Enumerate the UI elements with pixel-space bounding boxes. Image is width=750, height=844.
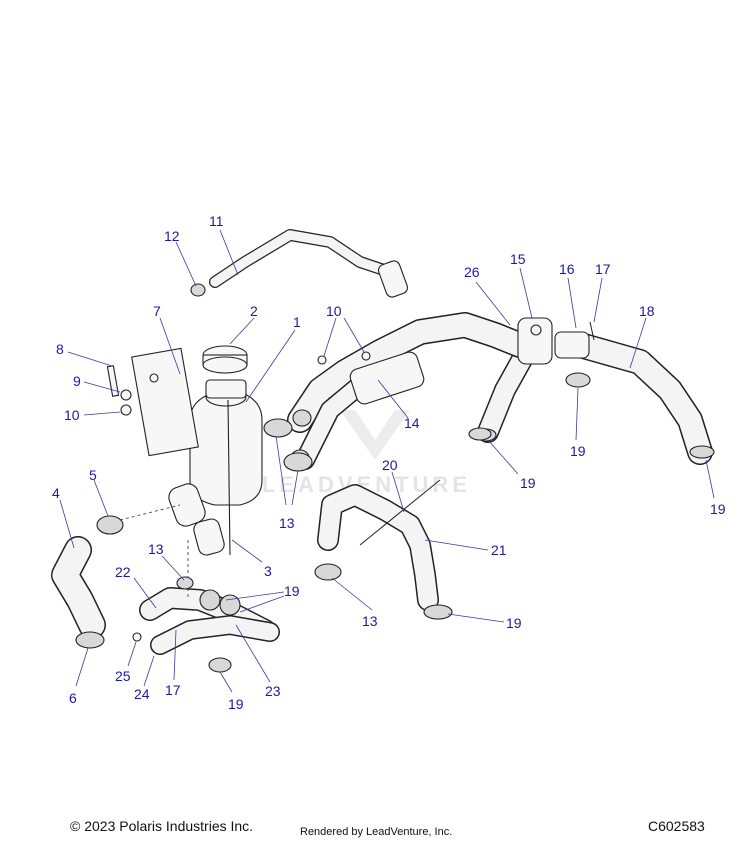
callout-1: 1 (293, 314, 301, 330)
callout-19d: 19 (284, 583, 300, 599)
copyright-text: © 2023 Polaris Industries Inc. (70, 818, 254, 834)
callout-19c: 19 (710, 501, 726, 517)
diagram-code: C602583 (648, 818, 705, 834)
callout-17a: 17 (595, 261, 611, 277)
part-left-hose (51, 504, 181, 649)
callout-2: 2 (250, 303, 258, 319)
callout-5: 5 (89, 467, 97, 483)
part-upper-hose (287, 312, 533, 470)
callout-20: 20 (382, 457, 398, 473)
callout-17b: 17 (165, 682, 181, 698)
callout-13a: 13 (279, 515, 295, 531)
part-cap (202, 345, 248, 374)
callout-18: 18 (639, 303, 655, 319)
callout-10a: 10 (64, 407, 80, 423)
callout-11: 11 (209, 213, 224, 229)
leader-lines (59, 229, 715, 693)
callout-10b: 10 (326, 303, 342, 319)
callout-26: 26 (464, 264, 480, 280)
callout-24: 24 (134, 686, 150, 702)
callout-8: 8 (56, 341, 64, 357)
callout-19f: 19 (228, 696, 244, 712)
callout-23: 23 (265, 683, 281, 699)
callout-19a: 19 (570, 443, 586, 459)
callout-19e: 19 (506, 615, 522, 631)
callout-15: 15 (510, 251, 526, 267)
callout-25: 25 (115, 668, 131, 684)
callout-13b: 13 (148, 541, 164, 557)
part-long-hose (567, 332, 715, 465)
part-reservoir (131, 347, 263, 556)
part-middle-hose (314, 479, 453, 620)
callout-19b: 19 (520, 475, 536, 491)
callout-7: 7 (153, 303, 161, 319)
callout-3: 3 (264, 563, 272, 579)
callout-13c: 13 (362, 613, 378, 629)
callout-6: 6 (69, 690, 77, 706)
callout-4: 4 (52, 485, 60, 501)
part-bleed-hose (190, 229, 409, 298)
rendered-by-text: Rendered by LeadVenture, Inc. (300, 826, 453, 838)
callout-14: 14 (404, 415, 420, 431)
callout-16: 16 (559, 261, 575, 277)
callout-12: 12 (164, 228, 180, 244)
callout-9: 9 (73, 373, 81, 389)
part-lower-hose-assembly (139, 540, 280, 673)
callout-21: 21 (491, 542, 507, 558)
part-thermostat-housing (517, 317, 595, 365)
callout-22: 22 (115, 564, 131, 580)
callouts: 1 2 3 4 5 6 7 8 9 10 10 11 12 13 13 13 1… (52, 213, 726, 712)
clamps (106, 351, 591, 642)
